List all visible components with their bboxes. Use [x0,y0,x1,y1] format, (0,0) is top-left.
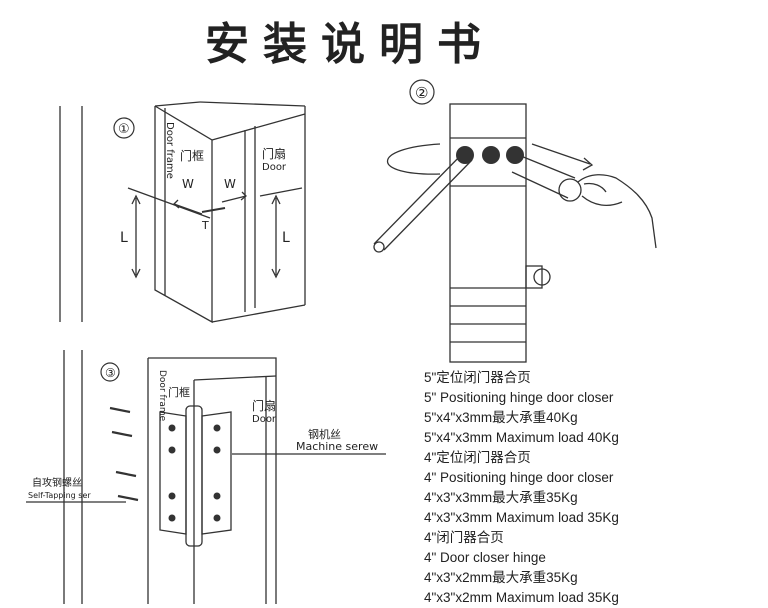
spec-line: 4"定位闭门器合页 [424,450,531,465]
page-title: 安装说明书 [205,19,495,70]
figure-3-number: ③ [105,366,116,380]
fig1-t-label: T [201,219,209,232]
spec-line: 4"x3"x3mm Maximum load 35Kg [424,510,619,525]
fig1-frame-label-en: Door frame [164,122,175,179]
figure-2-adjustment-diagram: ② [373,79,657,363]
fig1-door-label-en: Door [262,162,287,173]
hinge-specifications: 5"定位闭门器合页 5" Positioning hinge door clos… [424,368,764,608]
fig1-frame-label-cn: 门框 [180,148,204,163]
fig1-w-right: W [224,177,236,191]
figure-1-number: ① [118,122,130,137]
spec-line: 4"x3"x2mm最大承重35Kg [424,570,578,585]
tapping-screw-label-en: Self-Tapping ser [28,491,91,500]
fig3-frame-label-cn: 门框 [168,385,190,399]
spec-line: 5"x4"x3mm最大承重40Kg [424,410,578,425]
machine-screw-label-cn: 钢机丝 [308,427,341,441]
fig3-frame-label-en: Door frame [157,370,167,422]
spec-line: 4" Positioning hinge door closer [424,470,614,485]
fig1-l-right: L [282,230,290,246]
figure-2-number: ② [415,84,428,102]
fig1-door-label-cn: 门扇 [262,146,286,161]
spec-line: 5" Positioning hinge door closer [424,390,614,405]
fig1-w-left: W [182,177,194,191]
spec-line: 4"x3"x3mm最大承重35Kg [424,490,578,505]
fig1-l-left: L [120,230,128,246]
tapping-screw-label-cn: 自攻钢螺丝 [32,476,82,489]
spec-line: 4"闭门器合页 [424,530,504,545]
figure-1-measurement-diagram: ① Door frame 门框 门扇 Door W W T L L [59,101,306,324]
spec-line: 5"x4"x3mm Maximum load 40Kg [424,430,619,445]
fig3-door-label-en: Door [252,414,277,425]
spec-line: 4"x3"x2mm Maximum load 35Kg [424,590,619,605]
machine-screw-label-en: Machine serew [296,440,378,453]
figure-3-installation-diagram: ③ Door frame 门框 门扇 Door 钢机丝 Machine sere… [26,350,386,604]
fig3-door-label-cn: 门扇 [252,398,276,413]
spec-line: 5"定位闭门器合页 [424,370,531,385]
spec-line: 4" Door closer hinge [424,550,546,565]
